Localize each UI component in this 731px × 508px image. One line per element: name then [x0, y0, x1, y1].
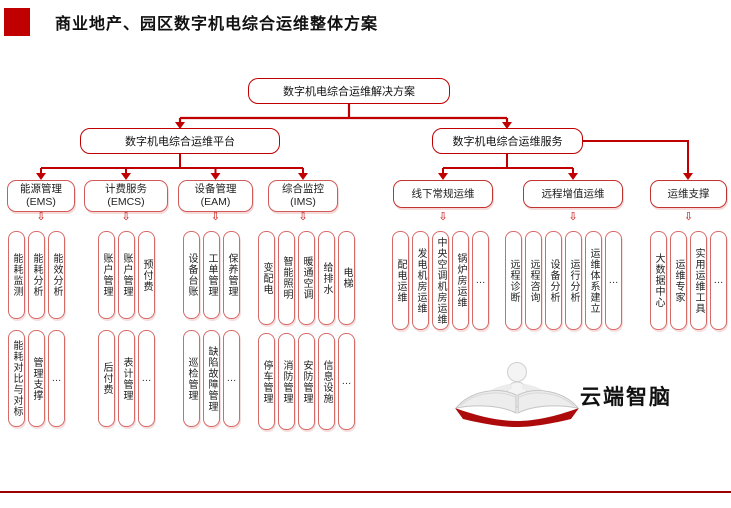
item-box: … [138, 330, 155, 427]
cloud-brain-caption: 云端智脑 [580, 386, 672, 409]
item-box: 给排水 [318, 231, 335, 325]
group-title: 能源管理 [20, 183, 62, 196]
item-box: … [338, 333, 355, 430]
group-header-remote-ops: 远程增值运维 [523, 180, 623, 208]
item-box: 能耗对比与对标 [8, 330, 25, 427]
group-row-energy-0: 能耗监测能耗分析能效分析 [8, 231, 65, 319]
group-title: 计费服务 [105, 183, 147, 196]
item-box: 电梯 [338, 231, 355, 325]
group-title: 远程增值运维 [541, 187, 605, 200]
item-box: 运维专家 [670, 231, 687, 330]
item-box: 管理支撑 [28, 330, 45, 427]
item-box: 巡检管理 [183, 330, 200, 427]
item-box: 消防管理 [278, 333, 295, 430]
group-subtitle: (EAM) [200, 196, 231, 208]
item-box: … [472, 231, 489, 330]
item-box: 账户管理 [118, 231, 135, 319]
item-box: 发电机房运维 [412, 231, 429, 330]
node-platform: 数字机电综合运维平台 [80, 128, 280, 154]
item-box: 保养管理 [223, 231, 240, 319]
group-title: 综合监控 [282, 183, 324, 196]
group-subtitle: (IMS) [290, 196, 316, 208]
item-box: 远程咨询 [525, 231, 542, 330]
item-box: 中央空调机房运维 [432, 231, 449, 330]
group-row-monitoring-0: 变配电智能照明暖通空调给排水电梯 [258, 231, 355, 325]
item-box: 能耗监测 [8, 231, 25, 319]
item-box: 预付费 [138, 231, 155, 319]
down-arrow-icon: ⇩ [438, 211, 448, 223]
group-row-energy-1: 能耗对比与对标管理支撑… [8, 330, 65, 427]
item-box: … [223, 330, 240, 427]
item-box: 配电运维 [392, 231, 409, 330]
group-row-billing-0: 账户管理账户管理预付费 [98, 231, 155, 319]
group-row-equipment-0: 设备台账工单管理保养管理 [183, 231, 240, 319]
item-box: 工单管理 [203, 231, 220, 319]
down-arrow-icon: ⇩ [210, 211, 221, 223]
group-row-remote-ops-0: 远程诊断远程咨询设备分析运行分析运维体系建立… [505, 231, 622, 330]
group-title: 运维支撑 [667, 187, 710, 200]
item-box: … [48, 330, 65, 427]
group-header-ops-support: 运维支撑 [650, 180, 727, 208]
down-arrow-icon: ⇩ [568, 211, 578, 223]
item-box: 停车管理 [258, 333, 275, 430]
title-accent-square-icon [4, 8, 30, 36]
group-header-monitoring: 综合监控(IMS) [268, 180, 338, 212]
footer-divider [0, 491, 731, 493]
group-title: 设备管理 [194, 183, 237, 196]
group-row-monitoring-1: 停车管理消防管理安防管理信息设施… [258, 333, 355, 430]
item-box: 缺陷故障管理 [203, 330, 220, 427]
node-service: 数字机电综合运维服务 [432, 128, 583, 154]
item-box: 运行分析 [565, 231, 582, 330]
group-header-equipment: 设备管理(EAM) [178, 180, 253, 212]
item-box: 变配电 [258, 231, 275, 325]
item-box: 设备台账 [183, 231, 200, 319]
book-figure-illustration [454, 362, 580, 427]
item-box: 远程诊断 [505, 231, 522, 330]
down-arrow-icon: ⇩ [683, 211, 694, 223]
item-box: 表计管理 [118, 330, 135, 427]
item-box: … [710, 231, 727, 330]
item-box: 后付费 [98, 330, 115, 427]
group-title: 线下常规运维 [411, 187, 475, 200]
down-arrow-icon: ⇩ [121, 211, 131, 223]
item-box: 锅炉房运维 [452, 231, 469, 330]
item-box: 信息设施 [318, 333, 335, 430]
node-root: 数字机电综合运维解决方案 [248, 78, 450, 104]
item-box: 能效分析 [48, 231, 65, 319]
title-bar: 商业地产、园区数字机电综合运维整体方案 [0, 0, 731, 46]
item-box: 智能照明 [278, 231, 295, 325]
group-subtitle: (EMS) [26, 196, 56, 208]
item-box: 设备分析 [545, 231, 562, 330]
group-row-billing-1: 后付费表计管理… [98, 330, 155, 427]
item-box: 能耗分析 [28, 231, 45, 319]
page-title: 商业地产、园区数字机电综合运维整体方案 [55, 16, 379, 33]
item-box: … [605, 231, 622, 330]
item-box: 大数据中心 [650, 231, 667, 330]
group-subtitle: (EMCS) [107, 196, 145, 208]
group-row-ops-support-0: 大数据中心运维专家实用运维工具… [650, 231, 727, 330]
group-header-offline-ops: 线下常规运维 [393, 180, 493, 208]
group-header-billing: 计费服务(EMCS) [84, 180, 168, 212]
group-row-equipment-1: 巡检管理缺陷故障管理… [183, 330, 240, 427]
item-box: 运维体系建立 [585, 231, 602, 330]
item-box: 暖通空调 [298, 231, 315, 325]
item-box: 实用运维工具 [690, 231, 707, 330]
group-row-offline-ops-0: 配电运维发电机房运维中央空调机房运维锅炉房运维… [392, 231, 489, 330]
down-arrow-icon: ⇩ [298, 211, 308, 223]
connector-support-elbow [583, 140, 689, 173]
item-box: 账户管理 [98, 231, 115, 319]
down-arrow-icon: ⇩ [36, 211, 46, 223]
item-box: 安防管理 [298, 333, 315, 430]
group-header-energy: 能源管理(EMS) [7, 180, 75, 212]
